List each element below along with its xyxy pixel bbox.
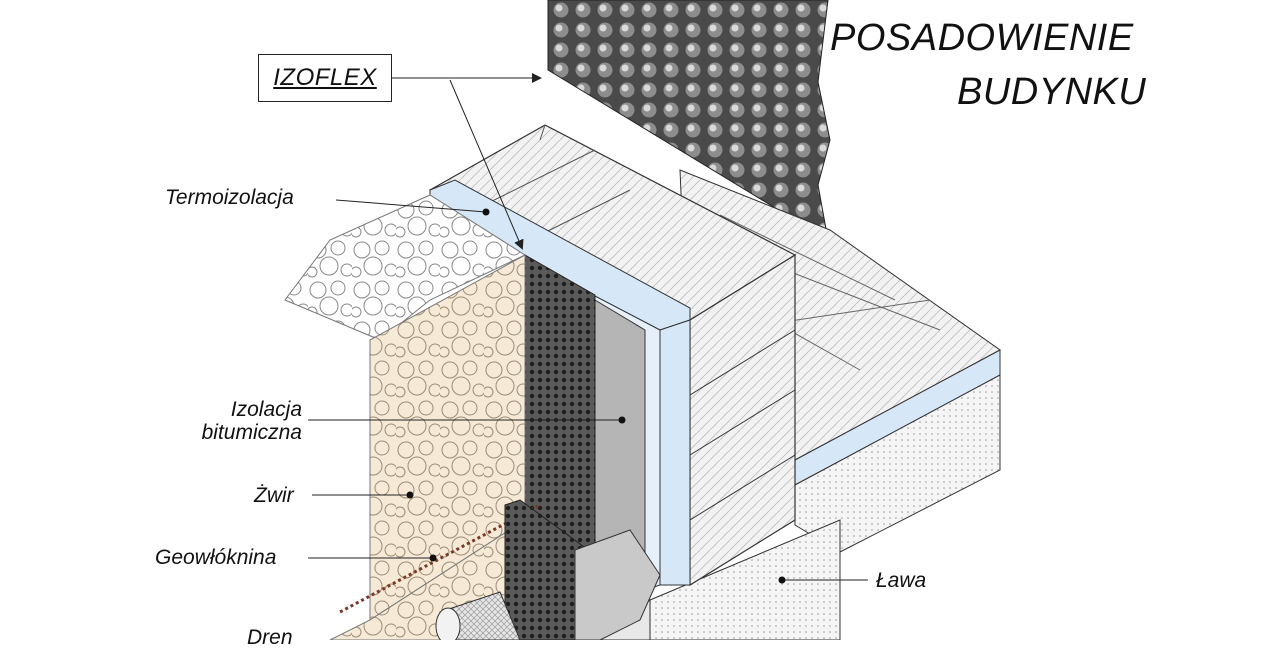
dimpled-membrane-sheet — [547, 0, 831, 242]
leader-lines — [308, 73, 868, 581]
label-dren: Dren — [247, 626, 293, 649]
product-tag-box: IZOFLEX — [258, 54, 392, 102]
geotextile-line — [339, 503, 541, 614]
label-izolacja-line1: Izolacja — [230, 398, 302, 421]
label-izolacja-line2: bitumiczna — [201, 421, 302, 444]
leader-dots — [406, 208, 786, 584]
gravel-backfill — [284, 194, 527, 640]
label-lawa: Ława — [876, 569, 927, 592]
diagram-title-line2: BUDYNKU — [957, 71, 1147, 113]
membrane-lower — [504, 499, 661, 640]
product-tag-label: IZOFLEX — [273, 64, 377, 91]
label-geowloknina: Geowłóknina — [155, 546, 277, 569]
label-termoizolacja: Termoizolacja — [165, 186, 294, 209]
diagram-title-line1: POSADOWIENIE — [830, 17, 1134, 59]
drain-pipe — [435, 591, 521, 640]
label-izolacja: Izolacja bitumiczna — [160, 398, 302, 444]
wall-blocks — [428, 124, 797, 587]
label-zwir: Żwir — [254, 484, 294, 507]
